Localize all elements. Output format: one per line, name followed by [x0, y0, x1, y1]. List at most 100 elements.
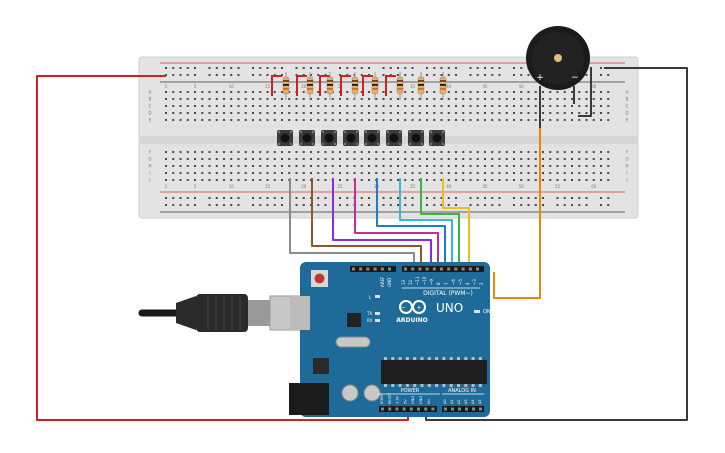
bb-hole: [201, 91, 204, 93]
bb-hole: [230, 119, 233, 121]
bb-hole: [382, 112, 385, 114]
bb-hole: [520, 165, 523, 167]
bb-hole: [571, 112, 573, 114]
gnd-label: GND: [387, 278, 392, 287]
bb-hole: [476, 105, 479, 107]
bb-hole: [339, 151, 341, 153]
bb-hole: [418, 172, 421, 174]
bb-hole: [549, 165, 552, 167]
usb-cable: [138, 294, 311, 332]
bb-hole: [382, 98, 385, 100]
bb-hole: [433, 91, 436, 93]
bb-hole: [447, 165, 450, 167]
bb-column-label: 50: [519, 184, 525, 189]
bb-hole: [542, 165, 544, 167]
bb-hole: [476, 91, 479, 93]
bb-hole: [484, 151, 486, 153]
bb-hole: [484, 119, 486, 121]
bb-hole: [462, 91, 465, 93]
bb-hole: [223, 179, 225, 181]
bb-rail-hole: [186, 197, 189, 199]
bb-hole: [368, 158, 370, 160]
bb-hole: [295, 151, 298, 153]
bb-hole: [310, 158, 312, 160]
bb-hole: [418, 158, 421, 160]
bb-hole: [339, 165, 341, 167]
bb-hole: [215, 158, 218, 160]
bb-rail-hole: [172, 74, 175, 76]
bb-hole: [404, 98, 407, 100]
wire-cyan: [399, 178, 453, 272]
bb-rail-hole: [179, 204, 182, 206]
bb-hole: [505, 151, 508, 153]
bb-rail-hole: [273, 197, 276, 199]
bb-hole: [339, 105, 341, 107]
bb-rail-hole: [607, 74, 610, 76]
bb-rail-hole: [360, 204, 363, 206]
bb-hole: [498, 98, 501, 100]
bb-hole: [165, 105, 167, 107]
bb-hole: [426, 172, 428, 174]
bb-hole: [476, 151, 479, 153]
bb-rail-hole: [208, 67, 211, 69]
bb-hole: [172, 91, 175, 93]
digital-pin-label: 2: [479, 282, 484, 285]
bb-hole: [447, 91, 450, 93]
bb-rail-hole: [447, 204, 450, 206]
bb-hole: [368, 165, 370, 167]
bb-hole: [346, 151, 349, 153]
bb-hole: [607, 158, 610, 160]
bb-hole: [230, 151, 233, 153]
bb-rail-hole: [520, 74, 523, 76]
bb-hole: [563, 165, 566, 167]
bb-hole: [600, 151, 602, 153]
bb-rail-hole: [476, 204, 479, 206]
bb-hole: [353, 112, 356, 114]
bb-hole: [360, 112, 363, 114]
bb-hole: [201, 172, 204, 174]
bb-rail-hole: [230, 74, 233, 76]
bb-rail-hole: [476, 67, 479, 69]
bb-hole: [339, 112, 341, 114]
bb-hole: [447, 105, 450, 107]
bb-rail-hole: [455, 197, 457, 199]
bb-hole: [172, 172, 175, 174]
bb-hole: [244, 112, 247, 114]
bb-hole: [252, 165, 254, 167]
bb-hole: [491, 105, 494, 107]
bb-hole: [404, 105, 407, 107]
power-pin-label: GND: [419, 396, 423, 404]
bb-hole: [447, 112, 450, 114]
bb-hole: [375, 105, 378, 107]
bb-rail-hole: [186, 74, 189, 76]
bb-rail-hole: [520, 197, 523, 199]
power-header: [379, 406, 437, 412]
bb-hole: [331, 119, 334, 121]
bb-hole: [288, 119, 291, 121]
bb-hole: [462, 119, 465, 121]
bb-rail-hole: [600, 197, 602, 199]
bb-rail-hole: [455, 204, 457, 206]
bb-rail-hole: [476, 197, 479, 199]
bb-hole: [600, 112, 602, 114]
bb-hole: [440, 151, 443, 153]
bb-hole: [462, 165, 465, 167]
bb-column-label: 25: [337, 184, 343, 189]
bb-hole: [556, 112, 559, 114]
bb-rail-hole: [534, 204, 537, 206]
bb-hole: [172, 158, 175, 160]
bb-rail-hole: [600, 74, 602, 76]
bb-hole: [324, 105, 327, 107]
bb-hole: [331, 98, 334, 100]
bb-hole: [440, 172, 443, 174]
bb-rail-hole: [578, 204, 581, 206]
bb-hole: [382, 91, 385, 93]
bb-hole: [165, 151, 167, 153]
bb-hole: [513, 179, 515, 181]
power-pin-label: RESET: [388, 392, 392, 404]
bb-rail-hole: [237, 67, 240, 69]
bb-hole: [223, 151, 225, 153]
bb-rail-hole: [527, 197, 530, 199]
bb-hole: [208, 151, 211, 153]
bb-rail-hole: [513, 204, 515, 206]
